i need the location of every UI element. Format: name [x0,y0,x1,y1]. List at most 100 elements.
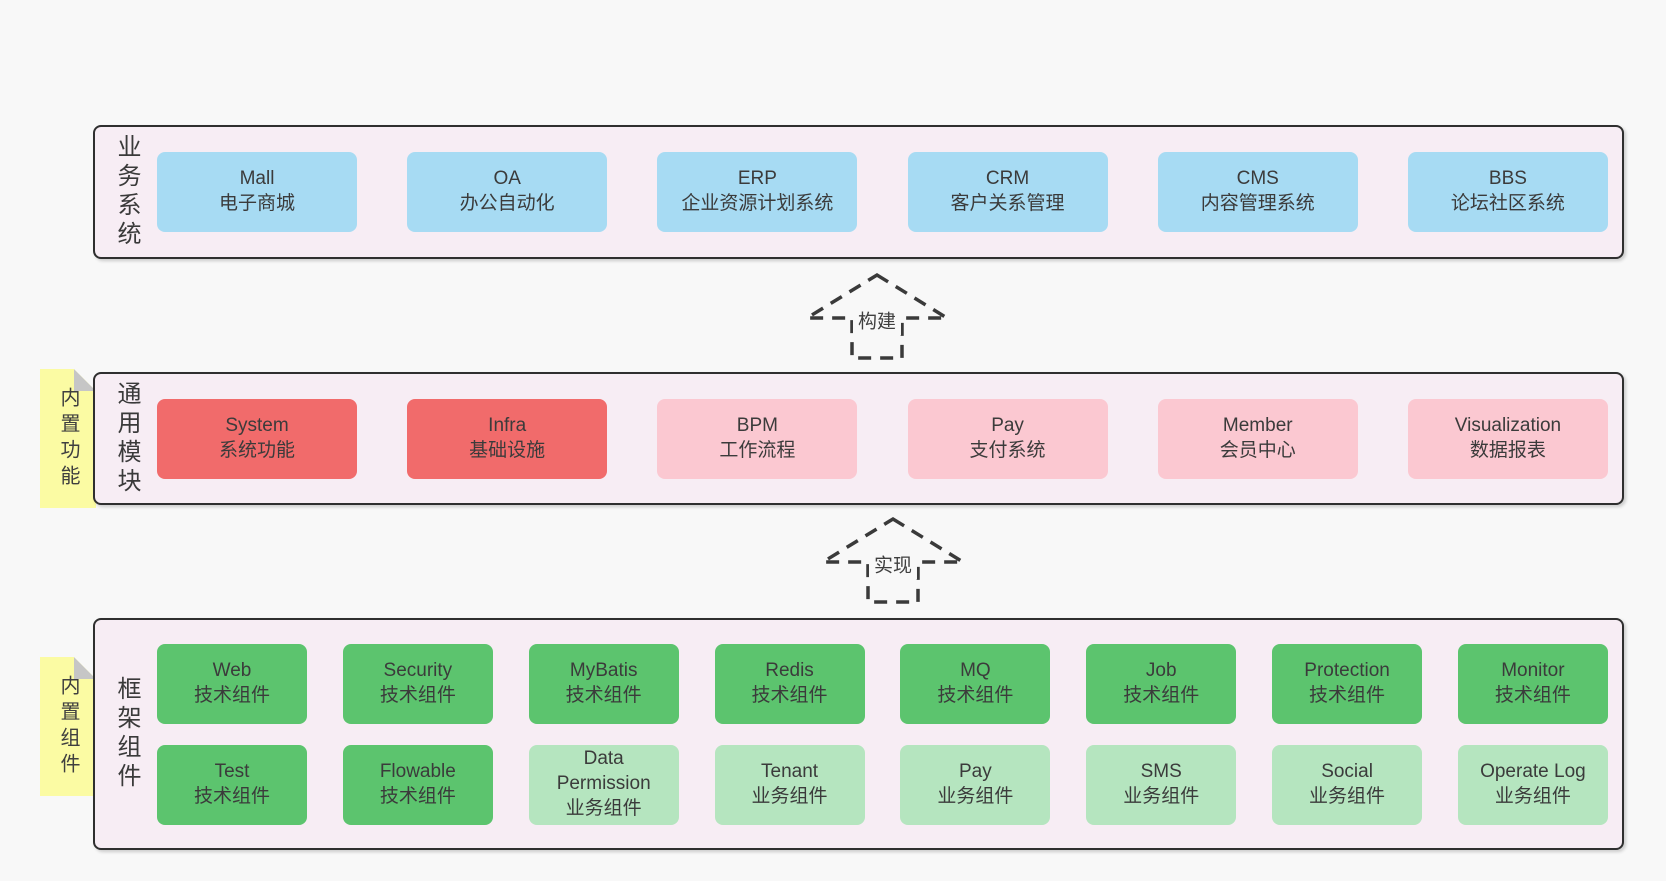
band-label-column: 业务系统 [95,127,157,257]
box-title: CMS [1236,168,1279,190]
box-title: BPM [736,414,778,436]
box-title: Pay [991,414,1024,436]
box-subtitle: 业务组件 [1309,785,1386,807]
box-title: CRM [985,168,1030,190]
sticky-note-text: 内置功能 [57,386,79,491]
box-security: Security 技术组件 [342,643,493,724]
box-title: BBS [1488,168,1527,190]
box-pay: Pay 支付系统 [907,398,1108,479]
box-title: Web [212,659,252,681]
sticky-note-builtin-components: 内置组件 [40,657,96,796]
box-title: Protection [1304,659,1390,681]
box-mq: MQ 技术组件 [900,643,1051,724]
box-title: MQ [960,659,991,681]
band-label: 通用模块 [113,380,140,497]
sticky-note-text: 内置组件 [57,674,79,779]
box-title: OA [493,168,521,190]
box-title: Social [1321,760,1373,782]
box-subtitle: 业务组件 [937,785,1014,807]
box-job: Job 技术组件 [1086,643,1237,724]
box-subtitle: 业务组件 [751,785,828,807]
box-title: Test [214,760,250,782]
box-title: Flowable [379,760,456,782]
box-title: Infra [488,414,527,436]
box-subtitle: 基础设施 [469,439,546,461]
box-subtitle: 支付系统 [969,439,1046,461]
box-cms: CMS 内容管理系统 [1157,152,1358,232]
box-protection: Protection 技术组件 [1272,643,1423,724]
box-social: Social 业务组件 [1272,744,1423,825]
box-subtitle: 会员中心 [1219,439,1296,461]
box-subtitle: 技术组件 [1309,684,1386,706]
up-block-arrow-icon [816,516,970,604]
box-subtitle: 技术组件 [1494,684,1571,706]
box-subtitle: 技术组件 [1123,684,1200,706]
box-subtitle: 技术组件 [751,684,828,706]
box-subtitle: 客户关系管理 [950,193,1065,214]
band-label: 业务系统 [113,134,140,250]
box-title: ERP [737,168,777,190]
box-subtitle: 技术组件 [193,684,270,706]
box-title: Data Permission [556,748,651,795]
sticky-note-builtin-features: 内置功能 [40,369,96,508]
box-title: Visualization [1454,414,1562,436]
box-pay: Pay 业务组件 [900,744,1051,825]
box-bpm: BPM 工作流程 [657,398,858,479]
box-subtitle: 企业资源计划系统 [681,193,834,214]
box-member: Member 会员中心 [1157,398,1358,479]
arrow-label: 构建 [852,304,902,336]
box-title: Operate Log [1480,760,1586,782]
box-subtitle: 业务组件 [1494,785,1571,807]
box-title: Member [1222,414,1293,436]
box-subtitle: 工作流程 [719,439,796,461]
box-subtitle: 技术组件 [379,785,456,807]
box-subtitle: 数据报表 [1469,439,1546,461]
box-subtitle: 办公自动化 [459,193,555,214]
box-tenant: Tenant 业务组件 [714,744,865,825]
box-title: Job [1145,659,1177,681]
box-title: MyBatis [569,659,638,681]
up-block-arrow-icon [800,272,954,360]
box-title: Redis [765,659,814,681]
box-subtitle: 技术组件 [379,684,456,706]
box-operate-log: Operate Log 业务组件 [1457,744,1608,825]
box-title: Tenant [761,760,819,782]
arrow-label: 实现 [868,548,918,580]
box-web: Web 技术组件 [157,643,307,724]
box-title: Security [383,659,453,681]
box-subtitle: 内容管理系统 [1200,193,1315,214]
band-label: 框架组件 [113,676,140,792]
build-arrow: 构建 [800,271,954,361]
box-title: SMS [1140,760,1182,782]
box-subtitle: 论坛社区系统 [1450,193,1565,214]
box-crm: CRM 客户关系管理 [907,152,1108,232]
box-bbs: BBS 论坛社区系统 [1407,152,1608,232]
implement-arrow: 实现 [816,515,970,605]
box-subtitle: 技术组件 [193,785,270,807]
box-subtitle: 技术组件 [937,684,1014,706]
box-erp: ERP 企业资源计划系统 [657,152,858,232]
box-subtitle: 业务组件 [565,797,642,819]
box-subtitle: 系统功能 [218,439,295,461]
box-oa: OA 办公自动化 [407,152,608,232]
box-infra: Infra 基础设施 [407,398,608,479]
box-title: Pay [959,760,992,782]
box-redis: Redis 技术组件 [714,643,865,724]
band-label-column: 框架组件 [95,620,157,848]
